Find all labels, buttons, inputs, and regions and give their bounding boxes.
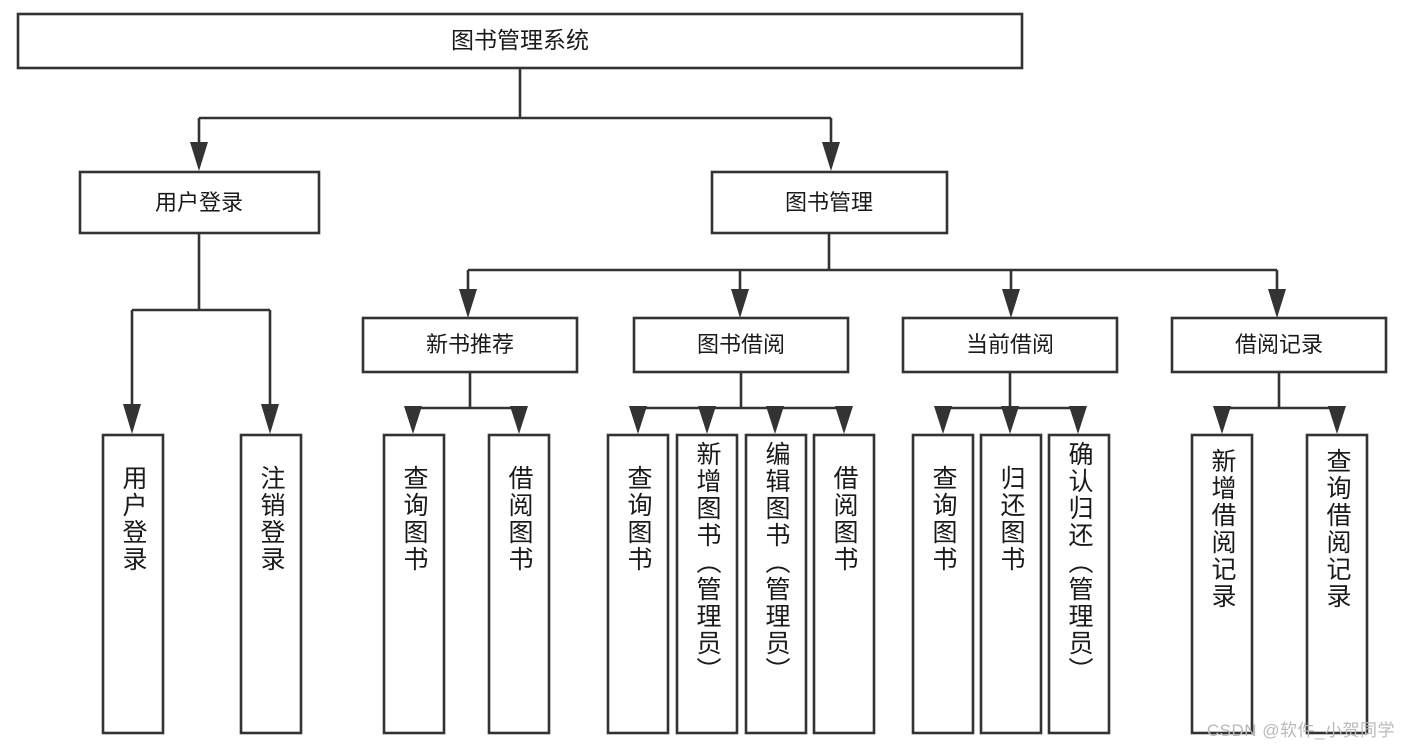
arrow-head-bb-leaf-3 [766,406,784,434]
arrow-head-br-leaf-2 [1328,406,1346,434]
arrow-head-br-leaf-1 [1213,406,1231,434]
node-book-management-label: 图书管理 [785,190,873,215]
node-book-management-box[interactable] [710,170,949,235]
arrow-head-bb-leaf-1 [629,406,647,434]
arrow-head-level1-2 [822,142,840,171]
node-current-borrow-label: 当前借阅 [966,332,1054,357]
node-user-login-label: 用户登录 [155,190,243,215]
node-borrow-record-box[interactable] [1170,316,1388,374]
node-borrow-record[interactable]: 借阅记录 [1170,316,1388,374]
arrow-head-nbr-leaf-2 [510,406,528,434]
connector-current-borrow-to-leaves [934,372,1087,434]
node-root-label: 图书管理系统 [451,27,589,53]
connector-user-login-to-leaves [123,233,279,434]
arrow-head-cb-leaf-1 [934,406,952,434]
leaf-box-bb-3[interactable] [744,433,808,735]
node-new-book-recommend-label: 新书推荐 [426,332,514,357]
arrow-head-level2-1 [459,289,477,318]
leaf-box-br-2[interactable] [1305,433,1369,735]
arrow-head-level2-4 [1268,289,1286,318]
connector-borrow-record-to-leaves [1213,372,1346,434]
node-borrow-record-label: 借阅记录 [1235,332,1323,357]
node-book-borrow-box[interactable] [632,316,850,374]
leaf-box-cb-2[interactable] [979,433,1043,735]
arrow-head-bb-leaf-4 [835,406,853,434]
node-current-borrow-box[interactable] [901,316,1119,374]
leaf-box-user-login-1[interactable] [101,433,165,735]
leaf-box-br-1[interactable] [1190,433,1254,735]
leaf-box-nbr-2[interactable] [487,433,551,735]
leaf-box-bb-2[interactable] [675,433,739,735]
arrow-head-user-login-leaf-2 [261,404,279,434]
node-current-borrow[interactable]: 当前借阅 [901,316,1119,374]
arrow-head-level2-3 [1002,289,1020,318]
leaf-box-user-login-2[interactable] [239,433,303,735]
connector-root-to-level1 [190,68,840,171]
arrow-head-level2-2 [731,289,749,318]
node-new-book-recommend-box[interactable] [361,316,579,374]
arrow-head-cb-leaf-3 [1069,406,1087,434]
arrow-head-user-login-leaf-1 [123,404,141,434]
node-user-login[interactable]: 用户登录 [78,170,321,235]
arrow-head-nbr-leaf-1 [404,406,422,434]
watermark-text: CSDN @软件_小贺同学 [1206,721,1395,740]
arrow-head-level1-1 [190,142,208,171]
leaf-box-cb-1[interactable] [911,433,975,735]
connector-book-management-to-level2 [459,233,1286,318]
node-new-book-recommend[interactable]: 新书推荐 [361,316,579,374]
leaf-box-bb-1[interactable] [606,433,670,735]
arrow-head-cb-leaf-2 [1001,406,1019,434]
leaf-box-nbr-1[interactable] [382,433,446,735]
node-book-borrow-label: 图书借阅 [697,332,785,357]
node-root-box[interactable] [16,12,1024,70]
node-root[interactable]: 图书管理系统 [16,12,1024,70]
leaf-box-cb-3[interactable] [1047,433,1111,735]
connector-book-borrow-to-leaves [629,372,853,434]
arrow-head-bb-leaf-2 [698,406,716,434]
node-book-borrow[interactable]: 图书借阅 [632,316,850,374]
leaf-box-bb-4[interactable] [812,433,876,735]
node-book-management[interactable]: 图书管理 [710,170,949,235]
connector-new-book-recommend-to-leaves [404,372,528,434]
